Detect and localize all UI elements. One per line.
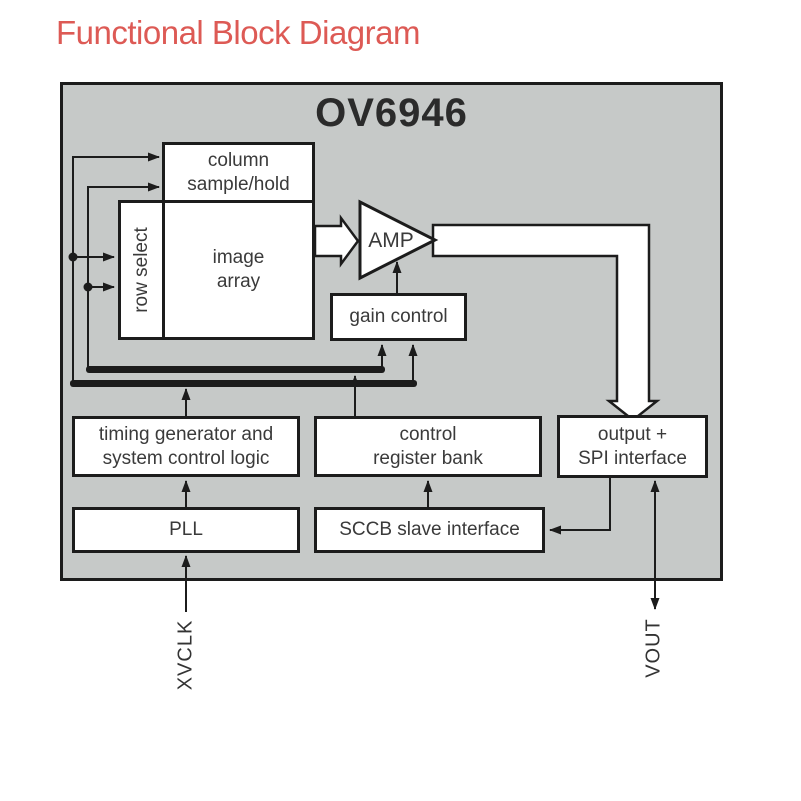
block-label-line: register bank bbox=[373, 447, 483, 469]
amp-triangle bbox=[358, 199, 439, 281]
wire-upperbus-to-column bbox=[87, 182, 160, 369]
block-output-spi-interface: output + SPI interface bbox=[557, 415, 708, 478]
block-label-sccb: SCCB slave interface bbox=[339, 519, 520, 540]
block-image-array: image array bbox=[162, 200, 315, 340]
block-label-line: SPI interface bbox=[578, 447, 687, 469]
block-gain-control: gain control bbox=[330, 293, 467, 341]
block-row-select: row select bbox=[118, 200, 165, 340]
block-label-row-select: row select bbox=[130, 227, 152, 313]
signal-arrow-image-to-amp bbox=[313, 214, 360, 268]
junction-dot-2 bbox=[83, 282, 93, 292]
block-label-amp: AMP bbox=[368, 229, 414, 252]
block-label-line: timing generator and bbox=[98, 423, 274, 445]
block-column-sample-hold: column sample/hold bbox=[162, 142, 315, 203]
bus-bar-upper bbox=[86, 366, 385, 373]
block-label-pll: PLL bbox=[169, 519, 203, 540]
block-label-line: column bbox=[207, 149, 270, 171]
chip-title: OV6946 bbox=[315, 91, 468, 135]
block-pll: PLL bbox=[72, 507, 300, 553]
block-label-line: output + bbox=[597, 423, 668, 445]
page-title: Functional Block Diagram bbox=[56, 14, 421, 51]
wire-outspi-to-sccb bbox=[549, 478, 611, 535]
block-label-line: sample/hold bbox=[187, 173, 290, 195]
block-control-register-bank: control register bank bbox=[314, 416, 542, 477]
junction-dot-1 bbox=[68, 252, 78, 262]
block-label-line: image bbox=[212, 247, 265, 268]
block-label-line: control bbox=[399, 423, 457, 445]
block-label-line: array bbox=[216, 271, 261, 292]
block-sccb-slave-interface: SCCB slave interface bbox=[314, 507, 545, 553]
pin-label-xvclk: XVCLK bbox=[174, 619, 197, 691]
block-label-gain-control: gain control bbox=[349, 306, 448, 327]
block-timing-generator: timing generator and system control logi… bbox=[72, 416, 300, 477]
wire-lowerbus-to-column bbox=[72, 152, 160, 383]
signal-arrow-amp-to-output bbox=[431, 223, 661, 422]
block-label-line: system control logic bbox=[102, 447, 270, 469]
pin-label-vout: VOUT bbox=[642, 618, 665, 678]
bus-bar-lower bbox=[70, 380, 417, 387]
